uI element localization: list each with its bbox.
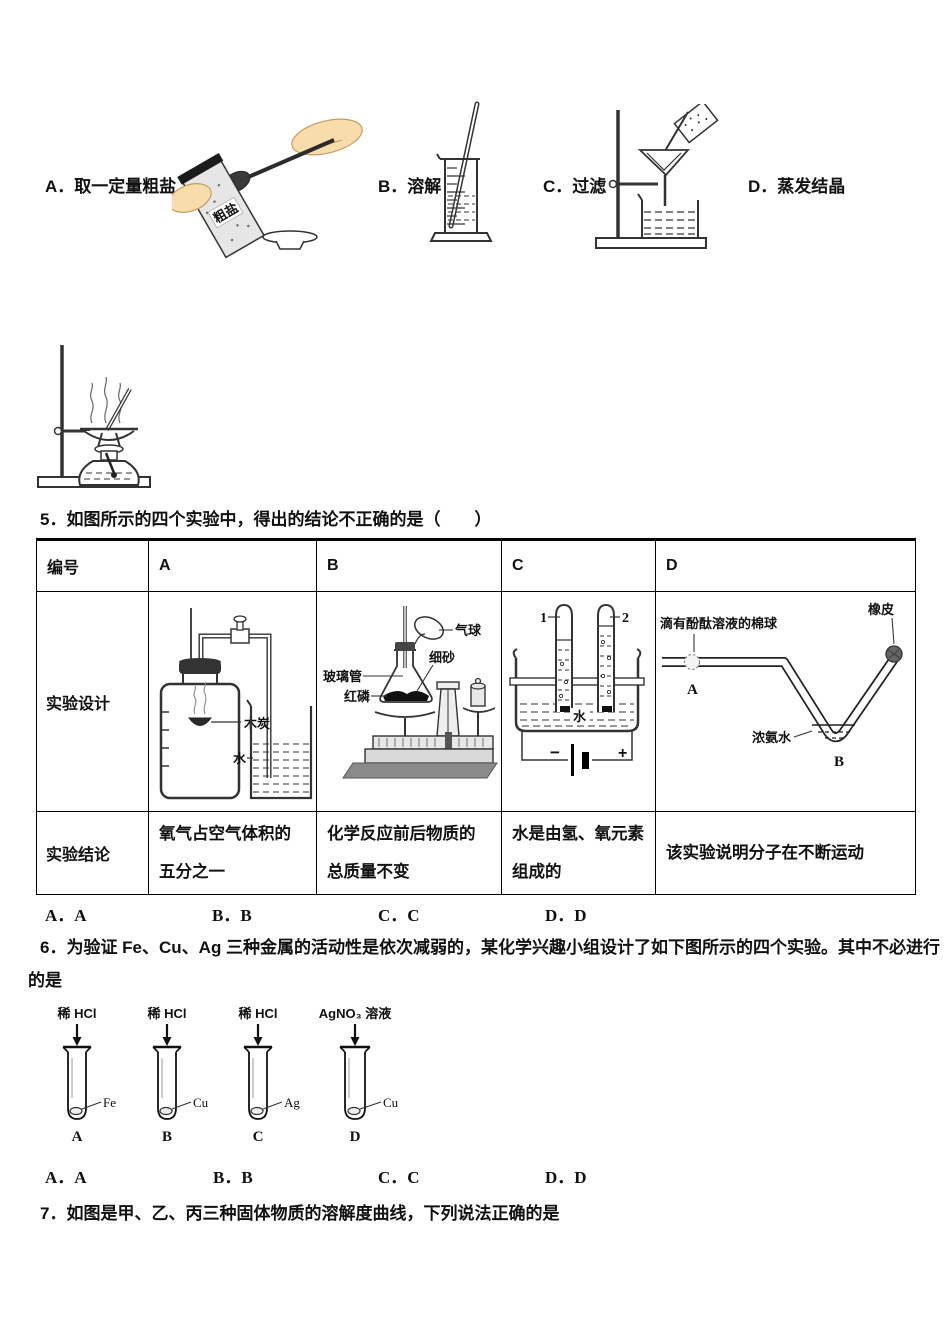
sand-label: 细砂 [429,650,455,665]
evaporation-diagram [37,345,151,488]
q6-tube-d-letter: D [350,1129,361,1145]
q5-conclusion-row-label: 实验结论 [36,811,149,895]
q6-option-a: A．A [45,1168,87,1187]
charcoal-label: 木炭 [243,716,270,731]
q6-tube-b-reagent: 稀 HCl [147,1006,186,1021]
q5-header-number: 编号 [36,539,149,592]
q6-tube-c: 稀 HCl Ag C [238,1006,300,1145]
question-6-text-line2: 的是 [28,971,62,990]
step-label-d: D．蒸发结晶 [748,177,846,196]
q5-header-d: D [655,539,916,592]
q5-design-row-label: 实验设计 [36,591,149,812]
q5-header-c: C [501,539,656,592]
q5-conclusion-d: 该实验说明分子在不断运动 [655,811,916,895]
q6-option-c: C．C [378,1168,420,1187]
water-label-exp-c: 水 [573,709,587,724]
question-7-text: 7．如图是甲、乙、丙三种固体物质的溶解度曲线，下列说法正确的是 [40,1204,560,1223]
q6-option-b: B．B [213,1168,253,1187]
exp-c-diagram: 1 2 水 − + [509,603,645,776]
ammonia-label: 浓氨水 [752,730,792,745]
q6-test-tubes-diagram: 稀 HCl Fe A 稀 HCl Cu B [57,1006,399,1145]
q5-option-c: C．C [378,906,420,925]
red-phosphorus-label: 红磷 [344,689,371,704]
step-label-b: B．溶解 [378,177,442,196]
rubber-stopper-label: 橡皮 [868,602,894,617]
dissolve-diagram [429,101,493,242]
water-label-exp-a: 水 [233,751,247,766]
watch-glass-dish [262,230,318,250]
step-label-c: C．过滤 [543,177,607,196]
phenolphthalein-cotton-label: 滴有酚酞溶液的棉球 [660,616,778,631]
filtration-diagram [595,104,719,249]
question-6-text-line1: 6．为验证 Fe、Cu、Ag 三种金属的活动性是依次减弱的，某化学兴趣小组设计了… [40,938,941,957]
salt-sampling-diagram: 粗盐 [172,118,363,259]
exp-b-diagram: 气球 细砂 玻璃管 红磷 [323,606,498,779]
q6-tube-a-letter: A [72,1129,83,1145]
q5-table: 编号 A B C D 实验设计 [36,538,916,895]
q6-tube-d-reagent: AgNO₃ 溶液 [319,1006,391,1021]
q6-tube-a-reagent: 稀 HCl [57,1006,96,1021]
q5-header-a: A [148,539,317,592]
q5-option-d: D．D [545,906,587,925]
exp-d-diagram: 滴有酚酞溶液的棉球 A 浓氨水 B 橡皮 [660,602,903,770]
point-a-label: A [687,682,698,698]
glass-tube-label: 玻璃管 [323,669,362,684]
point-b-label: B [834,754,844,770]
q6-tube-c-metal: Ag [284,1095,300,1110]
q5-conclusion-c: 水是由氢、氧元素组成的 [501,811,656,895]
q5-conclusion-b: 化学反应前后物质的总质量不变 [316,811,502,895]
balloon-label: 气球 [455,623,482,638]
q6-tube-b: 稀 HCl Cu B [147,1006,208,1145]
minus-terminal-label: − [550,743,560,762]
q5-option-a: A．A [45,906,87,925]
q6-tube-c-reagent: 稀 HCl [238,1006,277,1021]
question-5-text: 5．如图所示的四个实验中，得出的结论不正确的是（ ） [40,510,492,529]
tube-2-label: 2 [622,611,629,626]
q6-tube-a: 稀 HCl Fe A [57,1006,116,1145]
q6-tube-d: AgNO₃ 溶液 Cu D [319,1006,399,1145]
q6-option-d: D．D [545,1168,587,1187]
q6-tube-c-letter: C [253,1129,264,1145]
q5-header-b: B [316,539,502,592]
step-label-a: A．取一定量粗盐 [45,177,177,196]
exp-a-diagram: 木炭 水 [159,608,313,800]
tube-1-label: 1 [540,611,547,626]
q5-conclusion-a: 氧气占空气体积的五分之一 [148,811,317,895]
q6-tube-d-metal: Cu [383,1095,399,1110]
q6-tube-b-letter: B [162,1129,172,1145]
q6-tube-b-metal: Cu [193,1095,209,1110]
q6-tube-a-metal: Fe [103,1095,116,1110]
q5-option-b: B．B [212,906,252,925]
plus-terminal-label: + [618,745,627,762]
